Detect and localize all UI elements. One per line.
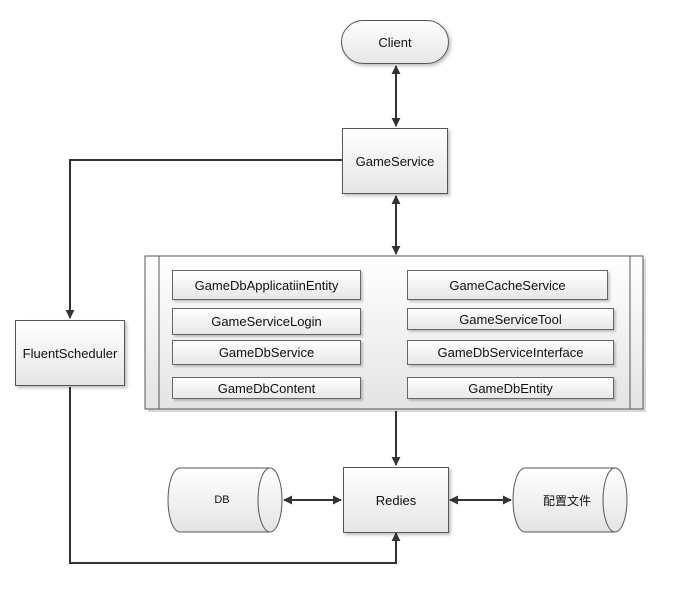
module-label: GameDbContent xyxy=(217,380,316,396)
module-label: GameDbServiceInterface xyxy=(437,345,584,360)
module-label: GameServiceLogin xyxy=(211,314,322,329)
module-game-service-tool: GameServiceTool xyxy=(407,308,614,330)
config-file-cylinder xyxy=(512,467,628,533)
module-game-db-service: GameDbService xyxy=(172,340,361,365)
module-game-db-content: GameDbContent xyxy=(172,377,361,399)
module-game-service-login: GameServiceLogin xyxy=(172,308,361,335)
module-label: GameCacheService xyxy=(449,277,566,293)
module-label: GameServiceTool xyxy=(459,311,562,327)
module-game-db-applicatiin-entity: GameDbApplicatiinEntity xyxy=(172,270,361,300)
module-game-cache-service: GameCacheService xyxy=(407,270,608,300)
arrow-scheduler-redies xyxy=(69,387,401,564)
game-service-label: GameService xyxy=(355,153,435,169)
db-cylinder xyxy=(167,467,283,533)
module-label: GameDbService xyxy=(218,345,315,360)
module-label: GameDbEntity xyxy=(468,380,553,396)
redies-label: Redies xyxy=(375,492,417,508)
module-game-db-service-interface: GameDbServiceInterface xyxy=(407,340,614,365)
module-label: GameDbApplicatiinEntity xyxy=(194,277,339,293)
arrow-gameservice-scheduler xyxy=(65,159,342,319)
redies-node: Redies xyxy=(343,467,449,533)
game-service-node: GameService xyxy=(342,128,448,194)
client-label: Client xyxy=(378,34,412,50)
fluent-scheduler-node: FluentScheduler xyxy=(15,320,125,386)
module-game-db-entity: GameDbEntity xyxy=(407,377,614,399)
fluent-scheduler-label: FluentScheduler xyxy=(22,345,118,361)
client-node: Client xyxy=(341,20,449,64)
